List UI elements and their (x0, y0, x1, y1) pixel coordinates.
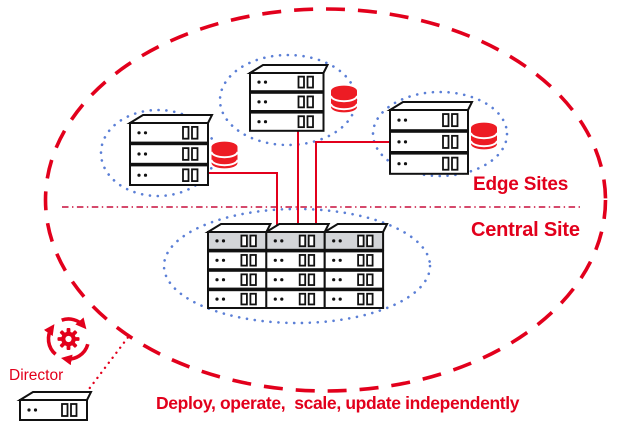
edge-site-right-servers (386, 101, 474, 175)
server-unit (265, 231, 326, 251)
server-unit (323, 250, 385, 271)
central-site-servers-col1 (204, 223, 273, 310)
server-unit (265, 250, 326, 271)
server-unit (389, 152, 469, 175)
connection-line-right (315, 141, 389, 227)
deployment-scope-ellipse (43, 7, 608, 393)
database-icon (210, 141, 239, 169)
server-unit (323, 269, 385, 290)
director-link-line (84, 334, 131, 395)
edge-site-top-servers (246, 64, 330, 132)
server-unit (19, 399, 88, 421)
database-icon (330, 85, 358, 113)
edge-sites-label: Edge Sites (473, 174, 569, 195)
connection-line-left (208, 172, 278, 227)
caption-label: Deploy, operate, scale, update independe… (156, 393, 520, 413)
server-unit (129, 143, 209, 165)
database-icon (470, 122, 498, 150)
director-server (16, 391, 93, 421)
director-label: Director (9, 367, 64, 384)
edge-site-left-servers (126, 114, 214, 186)
server-unit (129, 122, 209, 144)
server-unit (249, 91, 325, 113)
server-unit (389, 109, 469, 132)
central-site-servers-col2 (262, 223, 331, 310)
server-unit (207, 269, 268, 290)
server-unit (323, 231, 385, 251)
server-unit (323, 289, 385, 310)
server-unit (207, 289, 268, 310)
server-unit (249, 111, 325, 132)
server-unit (129, 164, 209, 186)
server-stacks-layer (16, 64, 498, 421)
server-unit (207, 250, 268, 271)
central-site-servers-col3 (321, 223, 389, 310)
lifecycle-arrows-icon (43, 317, 90, 366)
server-unit (265, 289, 326, 310)
server-unit (249, 72, 325, 93)
gear-icon (57, 328, 80, 350)
cluster-boundary-edge-right (371, 90, 509, 178)
server-unit (207, 231, 268, 251)
central-site-label: Central Site (471, 219, 580, 241)
server-unit (265, 269, 326, 290)
server-unit (389, 130, 469, 154)
